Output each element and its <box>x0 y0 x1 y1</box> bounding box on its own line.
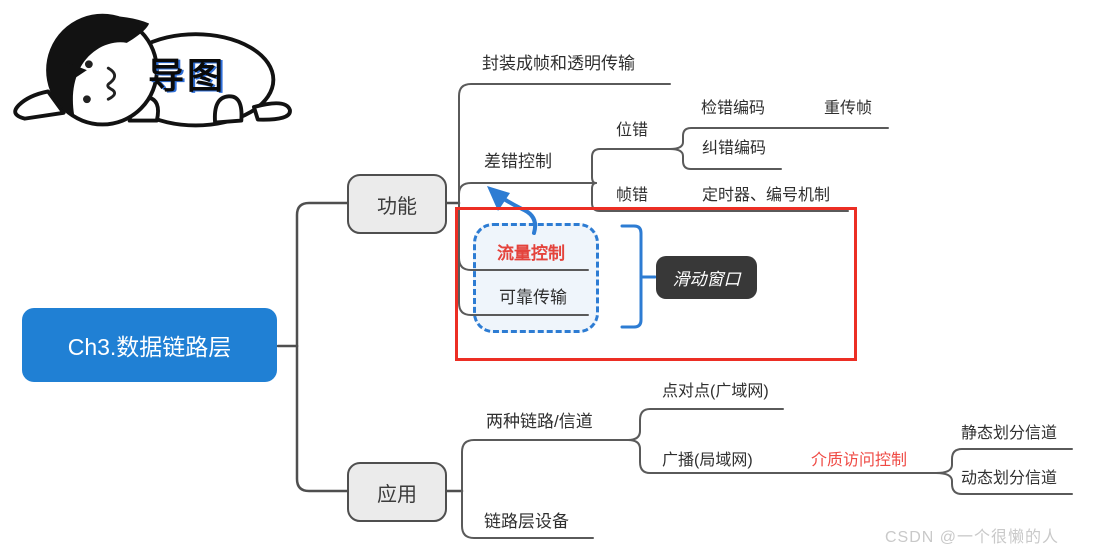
node-link-layer-devices: 链路层设备 <box>484 512 569 531</box>
node-sliding-window: 滑动窗口 <box>656 256 757 299</box>
csdn-watermark: CSDN @一个很懒的人 <box>885 529 1060 546</box>
node-frame-error: 帧错 <box>616 187 649 204</box>
node-two-links: 两种链路/信道 <box>486 412 593 431</box>
node-dynamic-channel: 动态划分信道 <box>961 470 1058 487</box>
node-p2p-wan: 点对点(广域网) <box>662 383 769 400</box>
node-application: 应用 <box>347 462 447 522</box>
node-correct-coding: 纠错编码 <box>702 140 767 157</box>
node-timer-mechanism: 定时器、编号机制 <box>702 187 831 204</box>
node-static-channel: 静态划分信道 <box>961 425 1058 442</box>
node-flow-control: 流量控制 <box>497 244 565 263</box>
node-detect-coding: 检错编码 <box>701 100 766 117</box>
mascot-title: 导图 <box>148 55 227 96</box>
node-retransmit-frame: 重传帧 <box>824 100 873 117</box>
node-function: 功能 <box>347 174 447 234</box>
node-framing: 封装成帧和透明传输 <box>482 54 635 73</box>
node-media-access-control: 介质访问控制 <box>811 452 908 469</box>
node-bit-error: 位错 <box>616 122 649 139</box>
node-error-control: 差错控制 <box>484 152 552 171</box>
node-reliable-transfer: 可靠传输 <box>499 288 567 307</box>
node-broadcast-lan: 广播(局域网) <box>662 452 753 469</box>
mascot-illustration <box>13 13 292 128</box>
node-root: Ch3.数据链路层 <box>22 308 277 382</box>
